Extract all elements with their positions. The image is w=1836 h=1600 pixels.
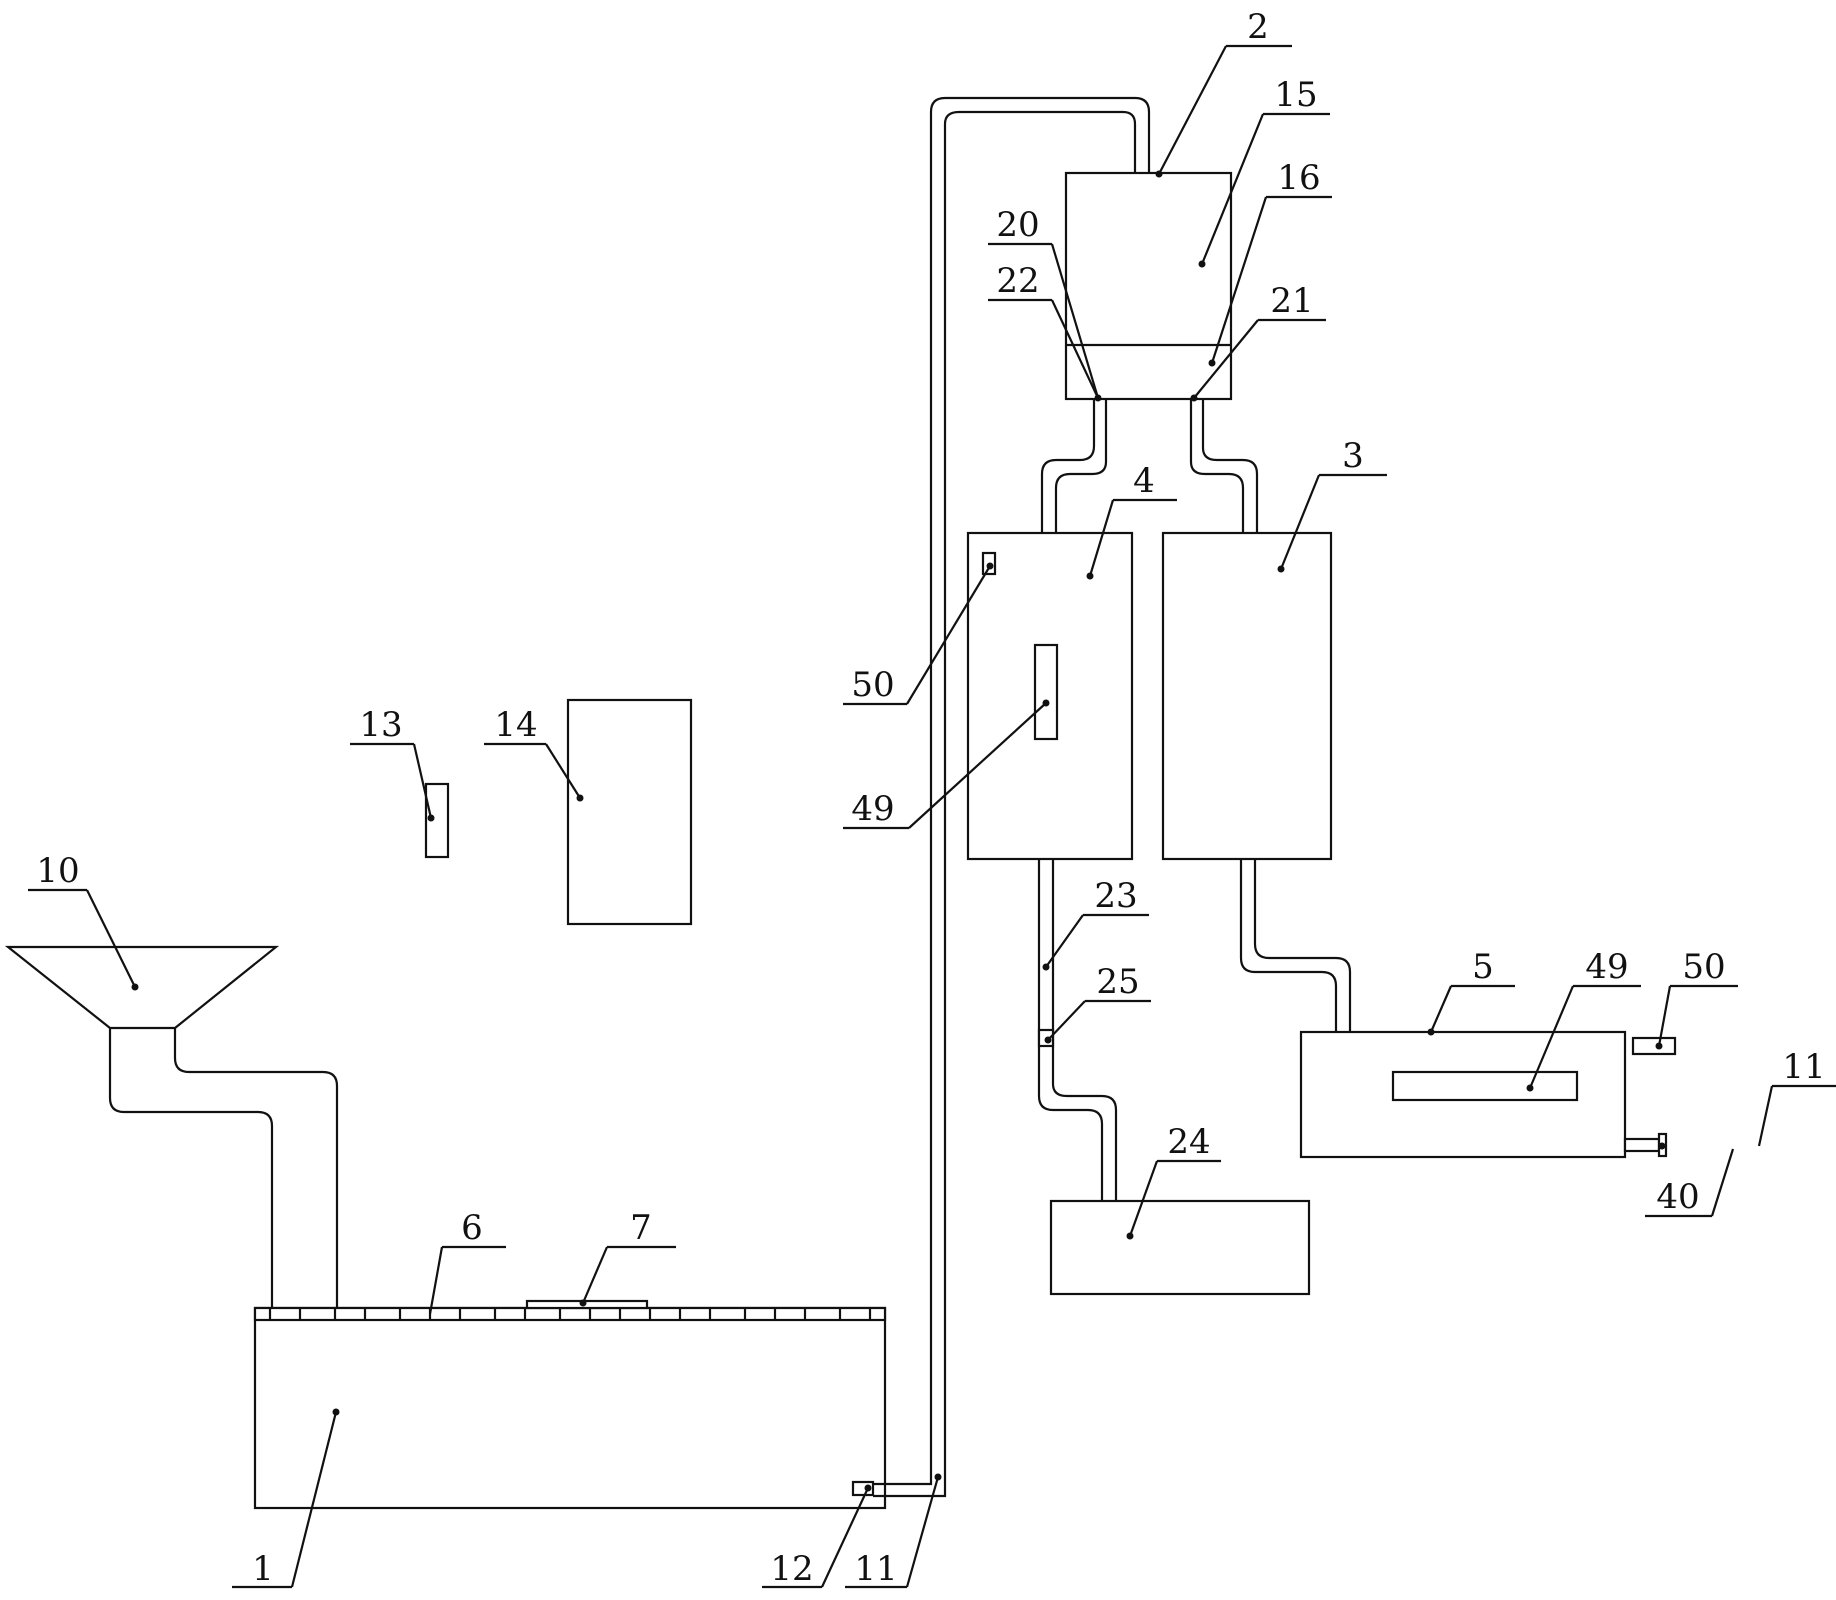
label-2: 2: [1247, 7, 1269, 47]
label-13: 13: [359, 705, 402, 745]
label-7: 7: [630, 1208, 652, 1248]
label-6: 6: [461, 1208, 483, 1248]
pipe-11-riser: [873, 96, 1151, 1498]
component-24-collector: [1049, 1199, 1311, 1296]
component-5-chamber: [1299, 1028, 1677, 1159]
component-50-sensor-5: [1631, 1036, 1677, 1056]
label-16: 16: [1277, 158, 1320, 198]
component-1-tank: [253, 1299, 887, 1510]
label-25: 25: [1096, 962, 1139, 1002]
component-49-window: [1033, 643, 1059, 741]
component-4-chamber: [966, 531, 1134, 861]
component-10-hopper: [4, 945, 339, 1308]
label-50-upper: 50: [851, 665, 894, 705]
pipe-3-to-5: [1239, 859, 1352, 1032]
component-14: [566, 698, 693, 926]
reference-labels: 1 2 15 16 20 22 21 4 3 50 49 13 14 10 6 …: [36, 7, 1825, 1589]
component-40-outlet: [1623, 1137, 1661, 1153]
label-40: 40: [1656, 1177, 1699, 1217]
component-7-cover: [525, 1299, 649, 1310]
component-2-separator: [1064, 170, 1233, 402]
pipe-20-outlet: [1040, 399, 1108, 533]
pipe-23-drain: [1037, 859, 1118, 1201]
label-10: 10: [36, 851, 79, 891]
label-20: 20: [996, 205, 1039, 245]
label-14: 14: [494, 705, 537, 745]
label-11-right: 11: [1782, 1047, 1825, 1087]
label-15: 15: [1274, 75, 1317, 115]
label-49-lower: 49: [1585, 947, 1628, 987]
label-23: 23: [1094, 876, 1137, 916]
component-3-chamber: [1161, 531, 1333, 861]
label-50-lower: 50: [1682, 947, 1725, 987]
label-5: 5: [1472, 947, 1494, 987]
leader-lines: [28, 44, 1836, 1589]
label-3: 3: [1342, 436, 1364, 476]
label-24: 24: [1167, 1122, 1210, 1162]
pipe-21-outlet: [1189, 399, 1259, 533]
label-1: 1: [252, 1549, 274, 1589]
label-4: 4: [1133, 461, 1155, 501]
label-12: 12: [770, 1549, 813, 1589]
label-21: 21: [1270, 281, 1313, 321]
component-13: [424, 782, 450, 859]
label-22: 22: [996, 261, 1039, 301]
component-49-window-5: [1391, 1070, 1579, 1102]
label-49-upper: 49: [851, 789, 894, 829]
label-11-bottom: 11: [854, 1549, 897, 1589]
